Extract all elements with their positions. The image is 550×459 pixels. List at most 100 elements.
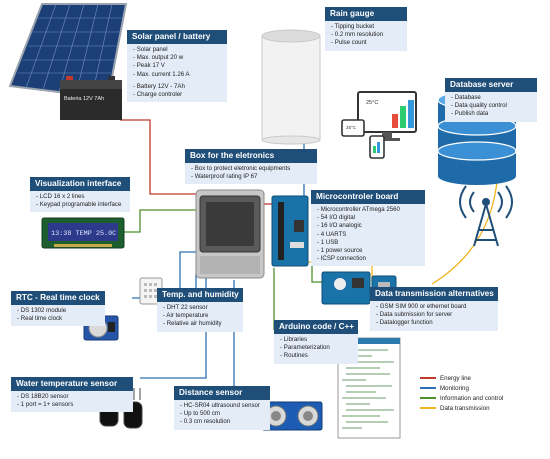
list-item: Datalogger function: [376, 319, 494, 327]
list-item: LCD 16 x 2 lines: [36, 193, 126, 201]
list-item: 1 USB: [317, 239, 421, 247]
solar-panel-image: [8, 3, 128, 100]
list-item: Solar panel: [133, 46, 223, 54]
list-item: Parameterization: [280, 344, 354, 352]
list-item: HC-SR04 ultrasound sensor: [180, 402, 266, 410]
water-temp-box: Water temperature sensor DS 18B20 sensor…: [11, 377, 133, 413]
list-item: Max. output 20 w: [133, 54, 223, 62]
list-item: DHT 22 sensor: [163, 304, 239, 312]
legend: Energy line Monitoring Information and c…: [420, 373, 503, 413]
rtc-title: RTC - Real time clock: [11, 291, 105, 305]
list-item: Air temperature: [163, 312, 239, 320]
legend-swatch: [420, 387, 436, 389]
rain-gauge-box: Rain gauge Tipping bucket 0.2 mm resolut…: [325, 7, 407, 51]
solar-battery-box: Solar panel / battery Solar panel Max. o…: [127, 30, 227, 103]
water-temp-title: Water temperature sensor: [11, 377, 133, 391]
distance-sensor-title: Distance sensor: [174, 386, 270, 400]
list-item: Database: [451, 94, 533, 102]
database-server-box: Database server Database Data quality co…: [445, 78, 537, 122]
microcontroller-list: Microcontroller ATmega 2560 54 I/O digit…: [311, 204, 425, 266]
list-item: Relative air humidity: [163, 320, 239, 328]
data-transmission-arc: [431, 167, 499, 285]
water-temp-list: DS 18B20 sensor 1 port = 1+ sensors: [11, 391, 133, 412]
list-item: DS 18B20 sensor: [17, 393, 129, 401]
list-item: Peak 17 V: [133, 62, 223, 70]
legend-label: Information and control: [440, 394, 504, 402]
transmission-boards-image: [321, 271, 397, 305]
visualization-title: Visualization interface: [30, 177, 130, 191]
battery-label: Bateria 12V 7Ah: [64, 96, 104, 102]
rain-gauge-image: [261, 29, 321, 145]
list-item: Microcontroller ATmega 2560: [317, 206, 421, 214]
legend-item: Monitoring: [420, 383, 503, 393]
legend-label: Data transmission: [440, 404, 490, 412]
database-server-title: Database server: [445, 78, 537, 92]
list-item: 1 port = 1+ sensors: [17, 401, 129, 409]
microcontroller-title: Microcontroler board: [311, 190, 425, 204]
transmission-box: Data transmission alternatives GSM SIM 9…: [370, 287, 498, 331]
transmission-title: Data transmission alternatives: [370, 287, 498, 301]
legend-swatch: [420, 377, 436, 379]
enclosure-list: Box to protect eletronic equipments Wate…: [185, 163, 317, 184]
list-item: Battery 12V - 7Ah: [133, 83, 223, 91]
list-item: Charge controler: [133, 91, 223, 99]
legend-item: Data transmission: [420, 403, 503, 413]
distance-sensor-box: Distance sensor HC-SR04 ultrasound senso…: [174, 386, 270, 430]
transmission-list: GSM SIM 900 or ethernet board Data submi…: [370, 301, 498, 331]
list-item: 54 I/O digital: [317, 214, 421, 222]
list-item: Up to 500 cm: [180, 410, 266, 418]
tablet-value: 25°C: [346, 125, 357, 130]
list-item: Data quality control: [451, 102, 533, 110]
list-item: 0.2 mm resolution: [331, 31, 403, 39]
lcd-text: 13:38 TEMP 25.0C: [51, 230, 116, 238]
ultrasonic-sensor-image: [261, 401, 323, 431]
temp-humidity-list: DHT 22 sensor Air temperature Relative a…: [157, 302, 243, 332]
list-item: Tipping bucket: [331, 23, 403, 31]
devices-image: [341, 91, 417, 159]
battery-image: [60, 76, 122, 120]
arduino-code-list: Libraries Parameterization Routines: [274, 334, 358, 364]
list-item: 0.3 cm resolution: [180, 418, 266, 426]
antenna-tower-icon: [459, 185, 513, 247]
microcontroller-box: Microcontroler board Microcontroller ATm…: [311, 190, 425, 267]
list-item: Routines: [280, 352, 354, 360]
enclosure-image: [195, 189, 265, 279]
legend-swatch: [420, 407, 436, 409]
legend-item: Information and control: [420, 393, 503, 403]
lcd-display-image: [41, 217, 125, 249]
info-line-visualization: [124, 209, 196, 233]
list-item: Keypad programable interface: [36, 201, 126, 209]
list-item: DS 1302 module: [17, 307, 101, 315]
arduino-code-box: Arduino code / C++ Libraries Parameteriz…: [274, 320, 358, 364]
info-line-transmission: [311, 262, 324, 283]
rtc-box: RTC - Real time clock DS 1302 module Rea…: [11, 291, 105, 327]
list-item: ICSP connection: [317, 255, 421, 263]
list-item: Libraries: [280, 336, 354, 344]
list-item: 16 I/O analogic: [317, 222, 421, 230]
enclosure-box: Box for the eletronics Box to protect el…: [185, 149, 317, 185]
list-item: Publish data: [451, 110, 533, 118]
list-item: 1 power source: [317, 247, 421, 255]
list-item: Max. current 1.26 A: [133, 71, 223, 79]
distance-sensor-list: HC-SR04 ultrasound sensor Up to 500 cm 0…: [174, 400, 270, 430]
enclosure-title: Box for the eletronics: [185, 149, 317, 163]
rtc-list: DS 1302 module Real time clock: [11, 305, 105, 326]
list-item: 4 UARTS: [317, 231, 421, 239]
temp-humidity-box: Temp. and humidity DHT 22 sensor Air tem…: [157, 288, 243, 332]
visualization-box: Visualization interface LCD 16 x 2 lines…: [30, 177, 130, 213]
microcontroller-board-image: [271, 195, 309, 267]
legend-item: Energy line: [420, 373, 503, 383]
legend-swatch: [420, 397, 436, 399]
temp-humidity-title: Temp. and humidity: [157, 288, 243, 302]
legend-label: Energy line: [440, 374, 471, 382]
energy-line-battery-enclosure: [120, 119, 196, 195]
arduino-code-title: Arduino code / C++: [274, 320, 358, 334]
list-item: Pulse count: [331, 39, 403, 47]
visualization-list: LCD 16 x 2 lines Keypad programable inte…: [30, 191, 130, 212]
legend-label: Monitoring: [440, 384, 469, 392]
rain-gauge-title: Rain gauge: [325, 7, 407, 21]
list-item: Waterproof rating IP 67: [191, 173, 313, 181]
list-item: GSM SIM 900 or ethernet board: [376, 303, 494, 311]
database-server-list: Database Data quality control Publish da…: [445, 92, 537, 122]
